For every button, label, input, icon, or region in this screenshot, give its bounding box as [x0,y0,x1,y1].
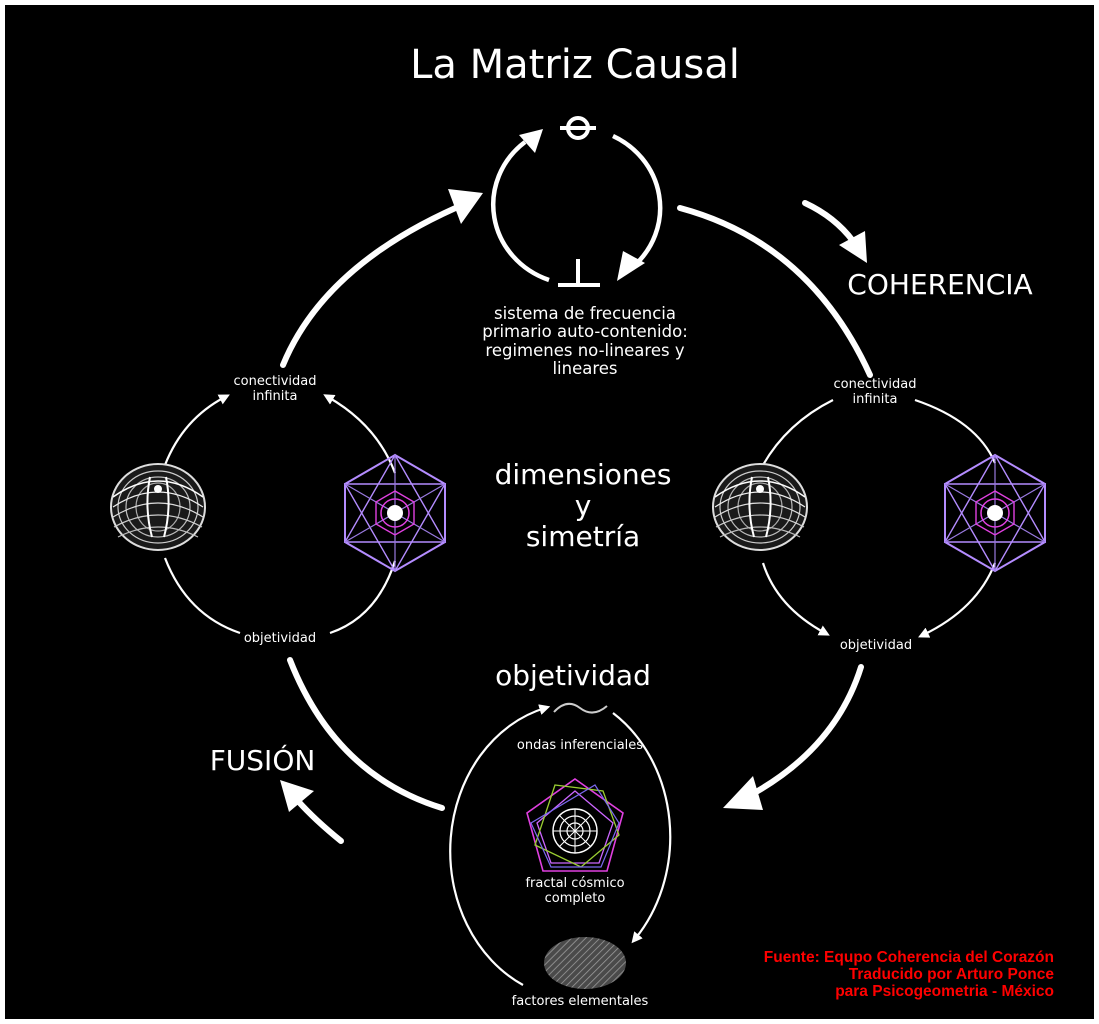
metatron-hexagon-icon [343,453,447,573]
outer-arc-top-right [677,205,873,378]
left-cycle-top-label: conectividad infinita [233,374,317,404]
causal-matrix-diagram [110,116,1047,989]
waves-label: ondas inferenciales [516,738,644,753]
bottom-cycle-heading: objetividad [495,659,651,692]
outer-arrowhead-top-left [448,189,483,224]
coherence-arrowhead [839,231,867,263]
top-cycle-arc-right [612,133,663,267]
top-cycle-arrowhead-left [519,129,543,153]
bottom-cycle-arc-left [449,704,551,986]
coherence-arrow [802,200,856,244]
right-cycle-arc-top-right [914,398,997,464]
bottom-cycle-arc-right [612,712,672,944]
left-cycle-arc-bottom-left [163,557,241,635]
left-cycle-arc-bottom-right [329,560,397,635]
outer-arrowhead-right-bottom [723,776,763,810]
fractal-label: fractal cósmico completo [525,876,625,906]
outer-arc-right-bottom [744,664,864,800]
up-tack-symbol-icon [558,259,600,287]
diagram-title: La Matriz Causal [410,42,740,88]
wave-icon [553,702,608,714]
right-cycle-top-label: conectividad infinita [833,377,917,407]
hatched-ellipse-icon [544,937,626,989]
metatron-hexagon-icon [943,453,1047,573]
fusion-arrow [295,798,344,844]
diagram-background: La Matriz Causal sistema de frecuencia p… [5,5,1094,1019]
top-cycle-arrowhead-right [617,251,645,281]
right-cycle-arc-bottom-right [918,562,997,638]
right-cycle-arc-top-left [762,399,834,466]
top-cycle-arc-left [490,140,550,283]
fusion-label: FUSIÓN [209,744,316,777]
outer-arc-left-bottom [287,657,445,811]
theta-symbol-icon [560,116,596,140]
center-label: dimensiones y simetría [494,458,672,553]
elements-label: factores elementales [511,994,649,1009]
fusion-arrowhead [280,780,314,812]
left-cycle-arc-top-left [163,394,230,466]
left-cycle-bottom-label: objetividad [243,631,317,646]
torus-icon [712,463,808,551]
right-cycle-bottom-label: objetividad [839,638,913,653]
top-cycle-description: sistema de frecuencia primario auto-cont… [482,304,688,379]
outer-arc-top-left [280,200,470,368]
coherence-label: COHERENCIA [847,268,1033,301]
source-credit: Fuente: Equpo Coherencia del Corazón Tra… [763,949,1054,1001]
fractal-polyhedron-icon [526,778,624,872]
right-cycle-arc-bottom-left [761,562,830,636]
torus-icon [110,463,206,551]
